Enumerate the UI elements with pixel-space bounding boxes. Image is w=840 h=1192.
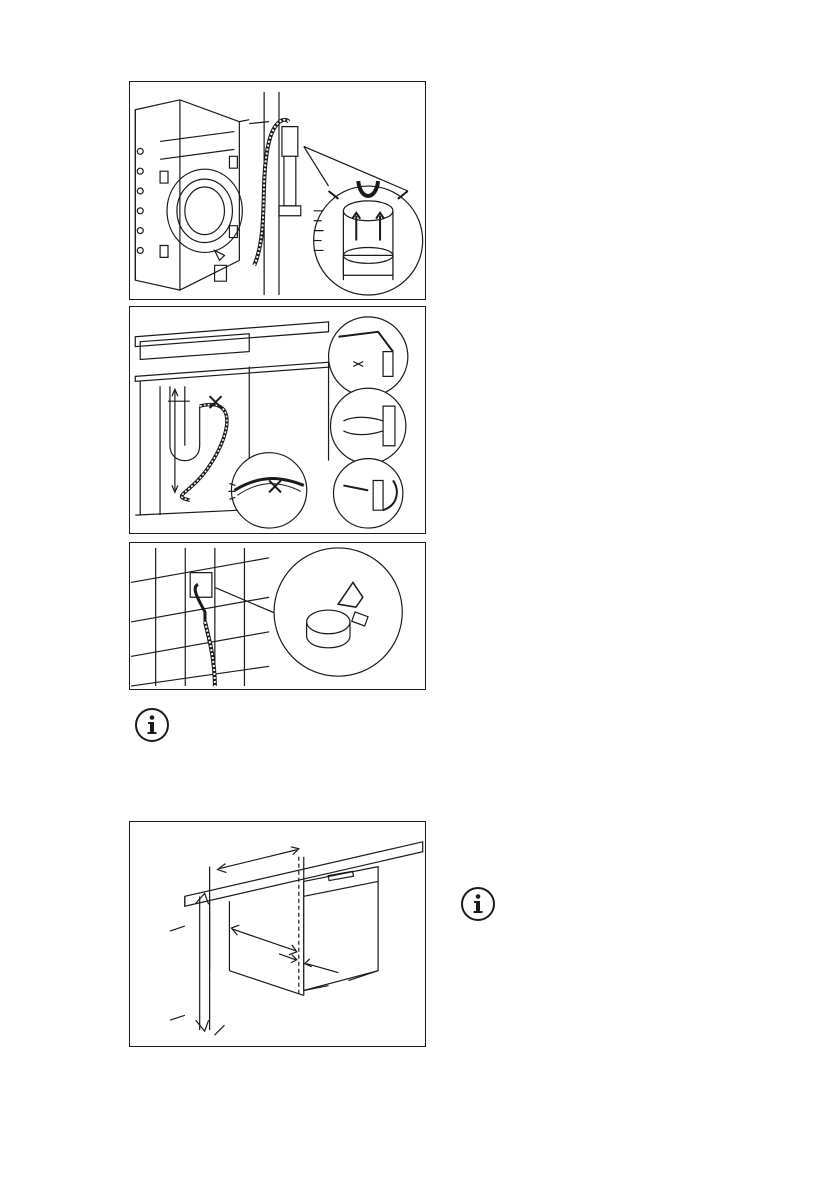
figure-cabinet-installation-dimensions <box>129 821 426 1047</box>
info-icon <box>133 706 171 744</box>
figure-wall-drain-hose-clamp <box>129 542 426 690</box>
info-icon <box>459 885 497 923</box>
figure-sink-trap-connection <box>129 306 426 534</box>
figure-drain-hose-standpipe <box>129 81 426 300</box>
